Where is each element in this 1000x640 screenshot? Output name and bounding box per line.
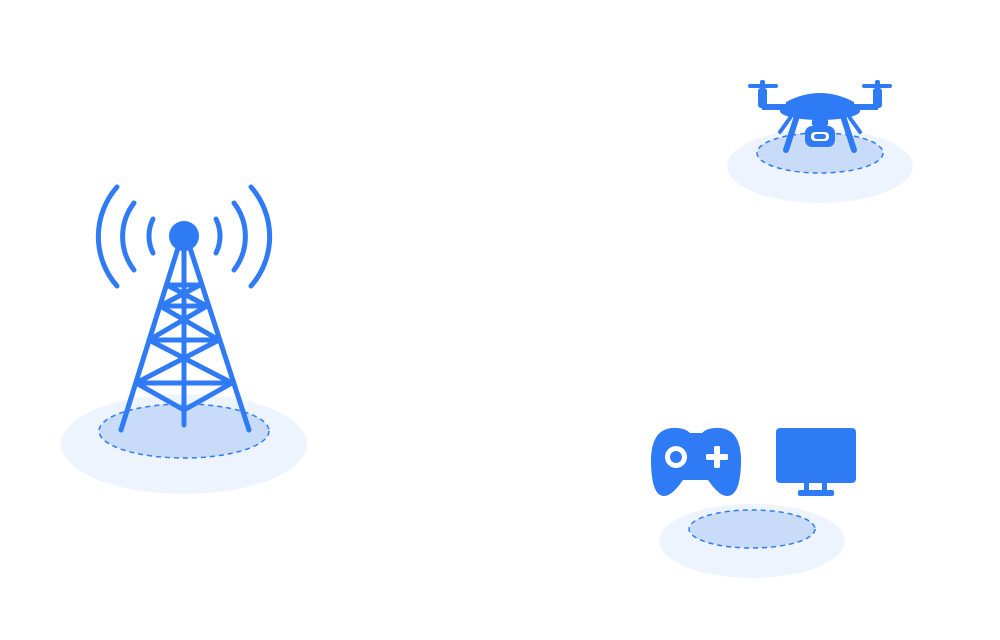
devices-node: [650, 427, 856, 578]
devices-pad: [688, 509, 816, 549]
tower-beacon: [169, 221, 199, 251]
monitor-icon: [776, 428, 856, 496]
gamepad-icon: [650, 427, 742, 496]
drone-icon: [748, 80, 892, 153]
tower-node: [61, 184, 307, 494]
drone-node: [727, 80, 913, 203]
cell-tower-icon: [95, 184, 273, 433]
